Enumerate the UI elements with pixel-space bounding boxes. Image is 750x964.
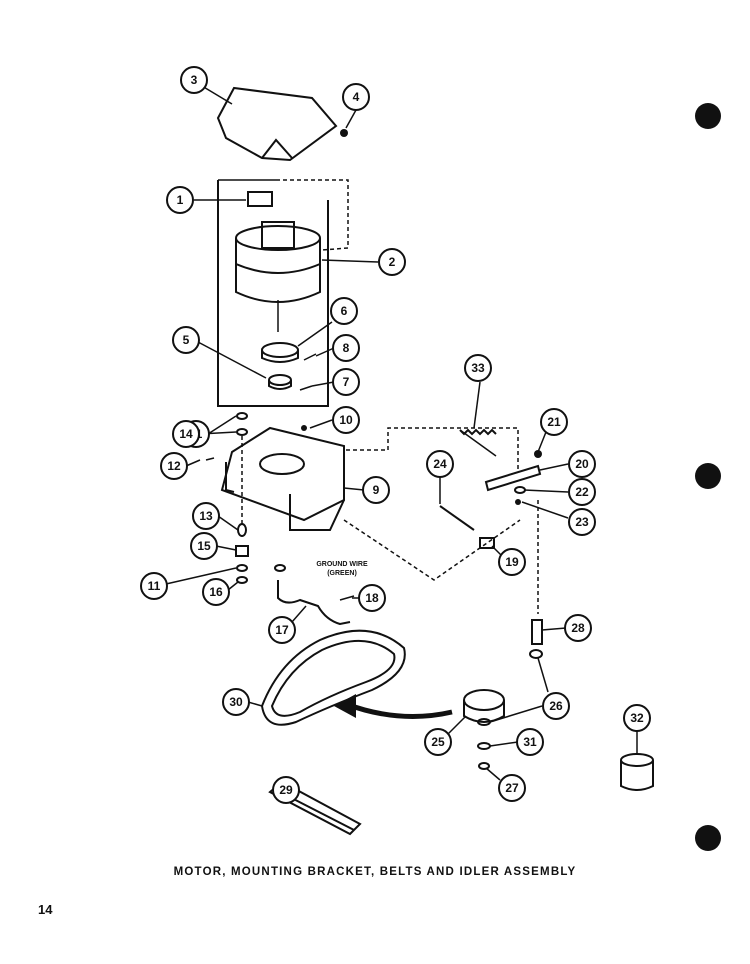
callout-8: 8	[332, 334, 360, 362]
idler-arm-part	[484, 450, 542, 505]
callout-13: 13	[192, 502, 220, 530]
callout-25: 25	[424, 728, 452, 756]
binder-hole-top	[695, 103, 721, 129]
callout-20: 20	[568, 450, 596, 478]
svg-text:28: 28	[571, 621, 585, 635]
svg-text:21: 21	[547, 415, 561, 429]
motor-part	[235, 191, 321, 332]
callout-9: 9	[362, 476, 390, 504]
callout-11-lower: 11	[140, 572, 168, 600]
callout-12: 12	[160, 452, 188, 480]
svg-text:9: 9	[373, 483, 380, 497]
svg-text:10: 10	[339, 413, 353, 427]
callout-7: 7	[332, 368, 360, 396]
svg-text:25: 25	[431, 735, 445, 749]
callout-21: 21	[540, 408, 568, 436]
svg-text:12: 12	[167, 459, 181, 473]
callout-15: 15	[190, 532, 218, 560]
svg-text:17: 17	[275, 623, 289, 637]
callout-30: 30	[222, 688, 250, 716]
idler-linkage	[343, 427, 539, 614]
callout-2: 2	[378, 248, 406, 276]
svg-text:32: 32	[630, 711, 644, 725]
callout-1: 1	[166, 186, 194, 214]
callout-19: 19	[498, 548, 526, 576]
svg-text:7: 7	[343, 375, 350, 389]
callout-18: 18	[358, 584, 386, 612]
svg-text:18: 18	[365, 591, 379, 605]
binder-hole-middle	[695, 463, 721, 489]
diagram-title: MOTOR, MOUNTING BRACKET, BELTS AND IDLER…	[173, 866, 577, 878]
svg-text:23: 23	[575, 515, 589, 529]
svg-text:16: 16	[209, 585, 223, 599]
ground-wire-sublabel: (GREEN)	[327, 570, 357, 577]
svg-text:31: 31	[523, 735, 537, 749]
svg-text:20: 20	[575, 457, 589, 471]
svg-text:24: 24	[433, 457, 447, 471]
svg-text:13: 13	[199, 509, 213, 523]
ground-wire-part: GROUND WIRE (GREEN)	[274, 561, 368, 626]
hardware-stack-part	[205, 412, 249, 584]
callout-16: 16	[202, 578, 230, 606]
callout-5: 5	[172, 326, 200, 354]
spring-part	[459, 428, 497, 457]
svg-text:22: 22	[575, 485, 589, 499]
callout-22: 22	[568, 478, 596, 506]
motor-cover-part	[216, 86, 348, 162]
callout-24: 24	[426, 450, 454, 478]
callout-31: 31	[516, 728, 544, 756]
svg-text:11: 11	[148, 579, 161, 593]
callout-17: 17	[268, 616, 296, 644]
callout-27: 27	[498, 774, 526, 802]
ground-wire-label: GROUND WIRE	[316, 561, 368, 568]
svg-text:19: 19	[505, 555, 519, 569]
callout-26: 26	[542, 692, 570, 720]
callout-4: 4	[342, 83, 370, 111]
mounting-bracket-part	[220, 425, 345, 531]
svg-text:14: 14	[179, 427, 193, 441]
callout-33: 33	[464, 354, 492, 382]
callout-14: 14	[172, 420, 200, 448]
callout-6: 6	[330, 297, 358, 325]
drive-belt-part	[260, 629, 453, 726]
callout-28: 28	[564, 614, 592, 642]
svg-text:5: 5	[183, 333, 190, 347]
svg-text:6: 6	[341, 304, 348, 318]
binder-hole-bottom	[695, 825, 721, 851]
pulley-part	[261, 342, 317, 391]
callout-32: 32	[623, 704, 651, 732]
callout-10: 10	[332, 406, 360, 434]
svg-text:4: 4	[353, 90, 360, 104]
svg-text:2: 2	[389, 255, 396, 269]
svg-text:1: 1	[177, 193, 184, 207]
motor-group-outline	[217, 179, 349, 407]
coupling-part	[620, 753, 654, 791]
page-number: 14	[38, 902, 53, 917]
svg-text:27: 27	[505, 781, 519, 795]
callout-29: 29	[272, 776, 300, 804]
svg-text:33: 33	[471, 361, 485, 375]
callout-3: 3	[180, 66, 208, 94]
svg-text:26: 26	[549, 699, 563, 713]
svg-text:15: 15	[197, 539, 211, 553]
svg-text:3: 3	[191, 73, 198, 87]
svg-text:29: 29	[279, 783, 293, 797]
callout-23: 23	[568, 508, 596, 536]
svg-text:8: 8	[343, 341, 350, 355]
svg-text:30: 30	[229, 695, 243, 709]
leader-lines	[165, 85, 638, 791]
idler-pulley-part	[463, 619, 543, 770]
idler-link-part	[439, 505, 495, 549]
